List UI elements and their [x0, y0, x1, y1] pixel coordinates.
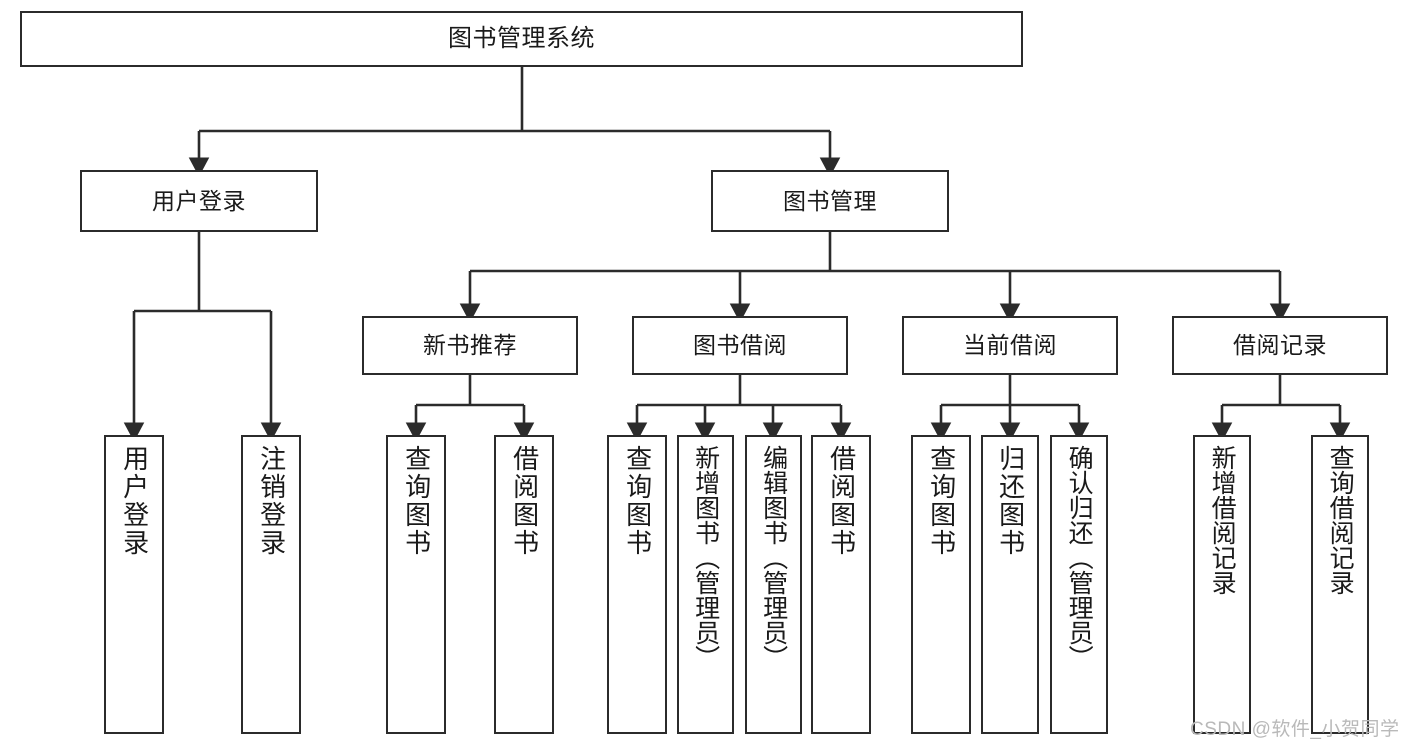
node-label: 新增图书（管理员） [691, 445, 720, 670]
node-leaf-user-login-logout[interactable]: 注销登录 [241, 435, 301, 734]
node-label: 借阅记录 [1233, 332, 1327, 359]
node-root-book-management-system[interactable]: 图书管理系统 [20, 11, 1023, 67]
node-label: 用户登录 [119, 445, 150, 557]
node-label: 新增借阅记录 [1208, 445, 1237, 595]
node-label: 查询图书 [926, 445, 957, 557]
node-label: 图书管理 [783, 187, 877, 214]
node-book-management[interactable]: 图书管理 [711, 170, 949, 232]
node-label: 查询图书 [401, 445, 432, 557]
node-label: 新书推荐 [423, 332, 517, 359]
node-label: 借阅图书 [826, 445, 857, 557]
node-leaf-borrow-records-add-record[interactable]: 新增借阅记录 [1193, 435, 1251, 734]
node-leaf-book-borrow-query-book[interactable]: 查询图书 [607, 435, 667, 734]
node-label: 注销登录 [256, 445, 287, 557]
node-leaf-new-book-query-book[interactable]: 查询图书 [386, 435, 446, 734]
node-leaf-book-borrow-edit-book-admin[interactable]: 编辑图书（管理员） [745, 435, 802, 734]
node-label: 当前借阅 [963, 332, 1057, 359]
node-label: 查询借阅记录 [1326, 445, 1355, 595]
node-label: 用户登录 [152, 187, 246, 214]
node-current-borrow[interactable]: 当前借阅 [902, 316, 1118, 375]
node-borrow-records[interactable]: 借阅记录 [1172, 316, 1388, 375]
node-leaf-current-borrow-confirm-return-admin[interactable]: 确认归还（管理员） [1050, 435, 1108, 734]
node-leaf-current-borrow-return-book[interactable]: 归还图书 [981, 435, 1039, 734]
node-leaf-user-login-login[interactable]: 用户登录 [104, 435, 164, 734]
node-label: 图书管理系统 [448, 25, 595, 53]
node-label: 编辑图书（管理员） [759, 445, 788, 670]
csdn-watermark: CSDN @软件_小贺同学 [1190, 719, 1400, 740]
node-user-login[interactable]: 用户登录 [80, 170, 318, 232]
node-label: 查询图书 [622, 445, 653, 557]
node-label: 图书借阅 [693, 332, 787, 359]
node-label: 确认归还（管理员） [1065, 445, 1094, 670]
node-leaf-borrow-records-query-record[interactable]: 查询借阅记录 [1311, 435, 1369, 734]
node-leaf-book-borrow-borrow-book[interactable]: 借阅图书 [811, 435, 871, 734]
node-leaf-new-book-borrow-book[interactable]: 借阅图书 [494, 435, 554, 734]
node-book-borrow[interactable]: 图书借阅 [632, 316, 848, 375]
node-label: 借阅图书 [509, 445, 540, 557]
node-label: 归还图书 [995, 445, 1026, 557]
node-new-book-recommend[interactable]: 新书推荐 [362, 316, 578, 375]
node-leaf-current-borrow-query-book[interactable]: 查询图书 [911, 435, 971, 734]
node-leaf-book-borrow-add-book-admin[interactable]: 新增图书（管理员） [677, 435, 734, 734]
